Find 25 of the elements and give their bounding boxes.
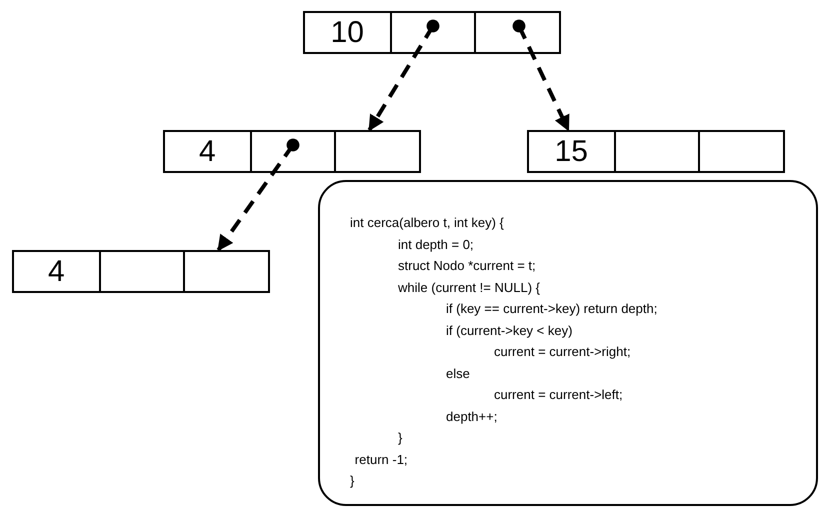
code-line: int depth = 0;	[398, 236, 474, 254]
code-line: else	[446, 364, 470, 382]
tree-node-record	[163, 130, 421, 173]
pointer-arrow	[512, 20, 570, 132]
code-line: return -1;	[354, 450, 408, 468]
tree-node-record	[303, 11, 561, 54]
code-line: if (current->key < key)	[446, 322, 572, 340]
code-line: int cerca(albero t, int key) {	[350, 214, 504, 232]
key-value: 10	[330, 18, 364, 48]
tree-node-record	[12, 250, 270, 293]
code-line: current = current->left;	[494, 386, 623, 404]
pointer-arrow	[216, 138, 300, 252]
code-line: struct Nodo *current = t;	[398, 257, 536, 275]
key-value: 4	[198, 136, 216, 166]
code-line: }	[350, 472, 354, 490]
pointer-arrow	[368, 20, 440, 132]
key-value: 4	[48, 256, 65, 286]
code-line: if (key == current->key) return depth;	[446, 300, 658, 318]
code-line: current = current->right;	[494, 343, 631, 361]
code-line: }	[398, 429, 402, 447]
code-box	[318, 180, 818, 506]
tree-node-record	[527, 130, 785, 173]
code-line: depth++;	[446, 408, 498, 426]
code-line: while (current != NULL) {	[398, 278, 540, 297]
key-value: 15	[554, 136, 588, 166]
